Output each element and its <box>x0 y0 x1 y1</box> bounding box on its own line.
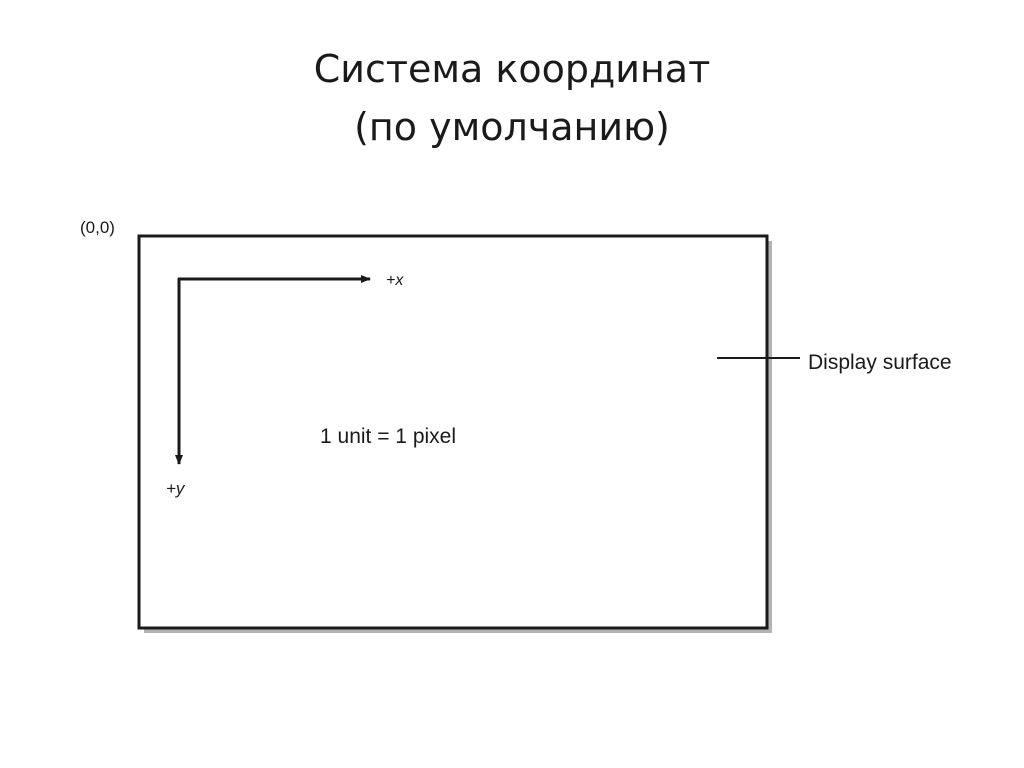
display-surface-rect <box>137 234 769 630</box>
x-axis-label: +x <box>386 272 404 289</box>
slide-title: Система координат (по умолчанию) <box>0 40 1024 156</box>
display-surface-label: Display surface <box>808 351 952 374</box>
y-axis-label: +y <box>166 479 186 498</box>
origin-label: (0,0) <box>80 218 115 237</box>
title-line-2: (по умолчанию) <box>354 105 670 149</box>
title-line-1: Система координат <box>313 47 711 91</box>
unit-note: 1 unit = 1 pixel <box>320 425 456 448</box>
